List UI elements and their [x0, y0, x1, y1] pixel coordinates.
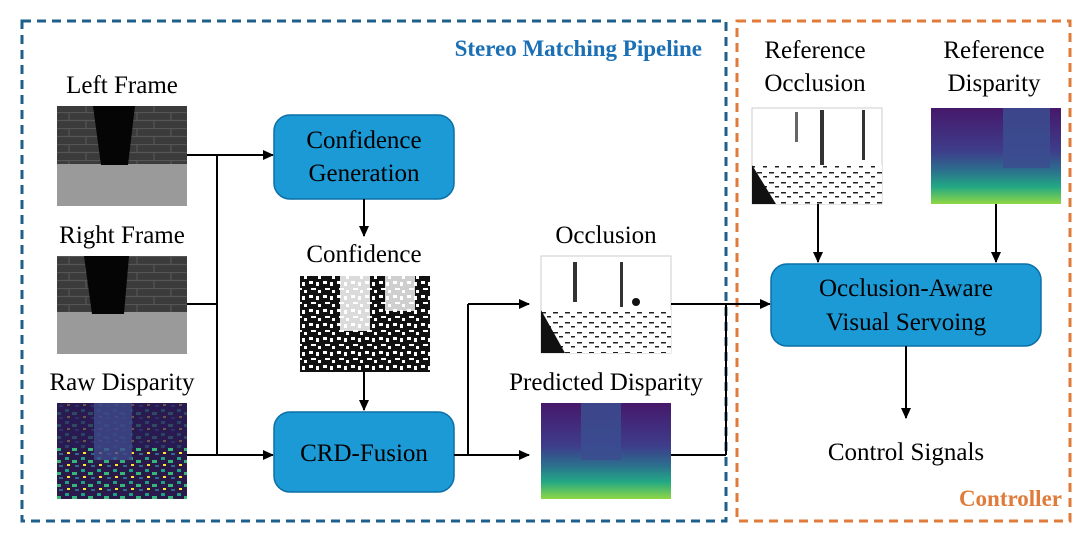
occlusion-label: Occlusion — [555, 222, 657, 249]
crd-fusion-label: CRD-Fusion — [300, 440, 428, 467]
right-frame-image — [57, 256, 187, 354]
confidence-map-image — [300, 276, 430, 372]
occlusion-map-image — [540, 255, 672, 354]
left-frame-label: Left Frame — [66, 72, 178, 99]
predicted-disparity-image — [541, 403, 671, 499]
crd-fusion-box: CRD-Fusion — [273, 411, 455, 493]
reference-occlusion-label-line2: Occlusion — [764, 70, 866, 97]
crd-output-connectors — [454, 299, 530, 460]
raw-disparity-label: Raw Disparity — [49, 369, 195, 396]
pipeline-to-controller-connectors — [671, 299, 771, 456]
visual-servoing-label-line1: Occlusion-Aware — [819, 275, 993, 302]
visual-servoing-box: Occlusion-Aware Visual Servoing — [770, 263, 1042, 347]
visual-servoing-label-line2: Visual Servoing — [826, 309, 987, 336]
reference-occlusion-label-line1: Reference — [764, 37, 865, 64]
reference-disparity-image — [931, 108, 1061, 204]
predicted-disparity-label: Predicted Disparity — [509, 369, 703, 396]
controller-region-border — [735, 19, 1072, 523]
reference-disparity-label-line2: Disparity — [947, 70, 1041, 97]
reference-occlusion-image — [751, 107, 883, 205]
confidence-generation-label-line1: Confidence — [306, 127, 421, 154]
pipeline-region-border — [20, 19, 728, 523]
confidence-label: Confidence — [306, 241, 421, 268]
controller-region-title: Controller — [959, 486, 1062, 511]
control-signals-label: Control Signals — [828, 439, 984, 466]
left-frame-image — [57, 106, 187, 206]
pipeline-region-title: Stereo Matching Pipeline — [455, 36, 702, 61]
confidence-generation-label-line2: Generation — [308, 160, 420, 187]
reference-disparity-label-line1: Reference — [943, 37, 1044, 64]
input-connectors — [187, 150, 274, 460]
confidence-generation-box: Confidence Generation — [273, 114, 455, 200]
right-frame-label: Right Frame — [59, 222, 185, 249]
raw-disparity-image — [57, 403, 187, 499]
